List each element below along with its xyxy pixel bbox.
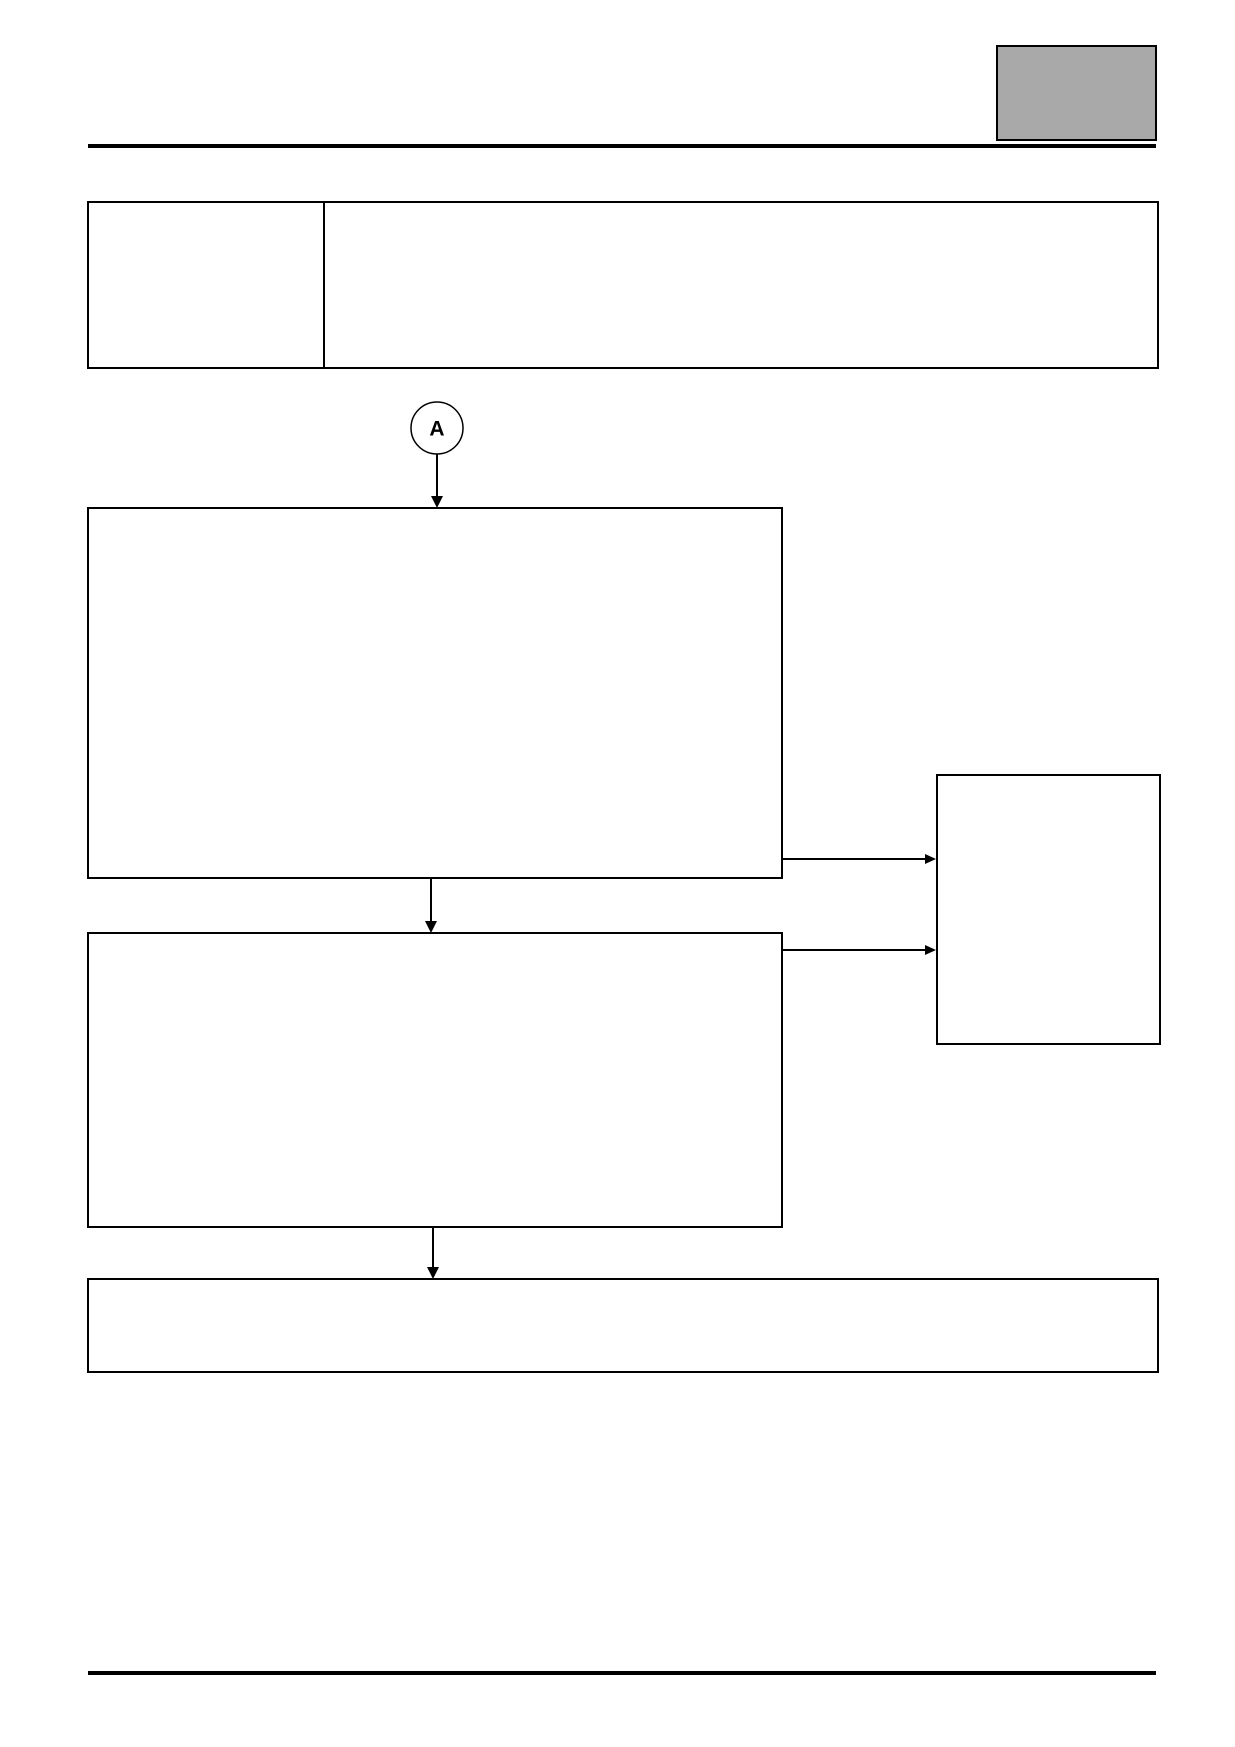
result-box [87,1278,1159,1373]
step-box-2 [87,932,783,1228]
arrowhead-step1-to-step2 [425,921,437,933]
side-box [936,774,1161,1045]
arrowhead-connector-to-step1 [431,496,443,508]
step-box-1 [87,507,783,879]
arrowhead-step2-to-result [427,1267,439,1279]
connector-a-label: A [429,418,444,441]
header-tab [996,45,1157,141]
arrowhead-step2-to-side [925,945,936,955]
header-table [87,201,1159,369]
arrowhead-step1-to-side [925,854,936,864]
